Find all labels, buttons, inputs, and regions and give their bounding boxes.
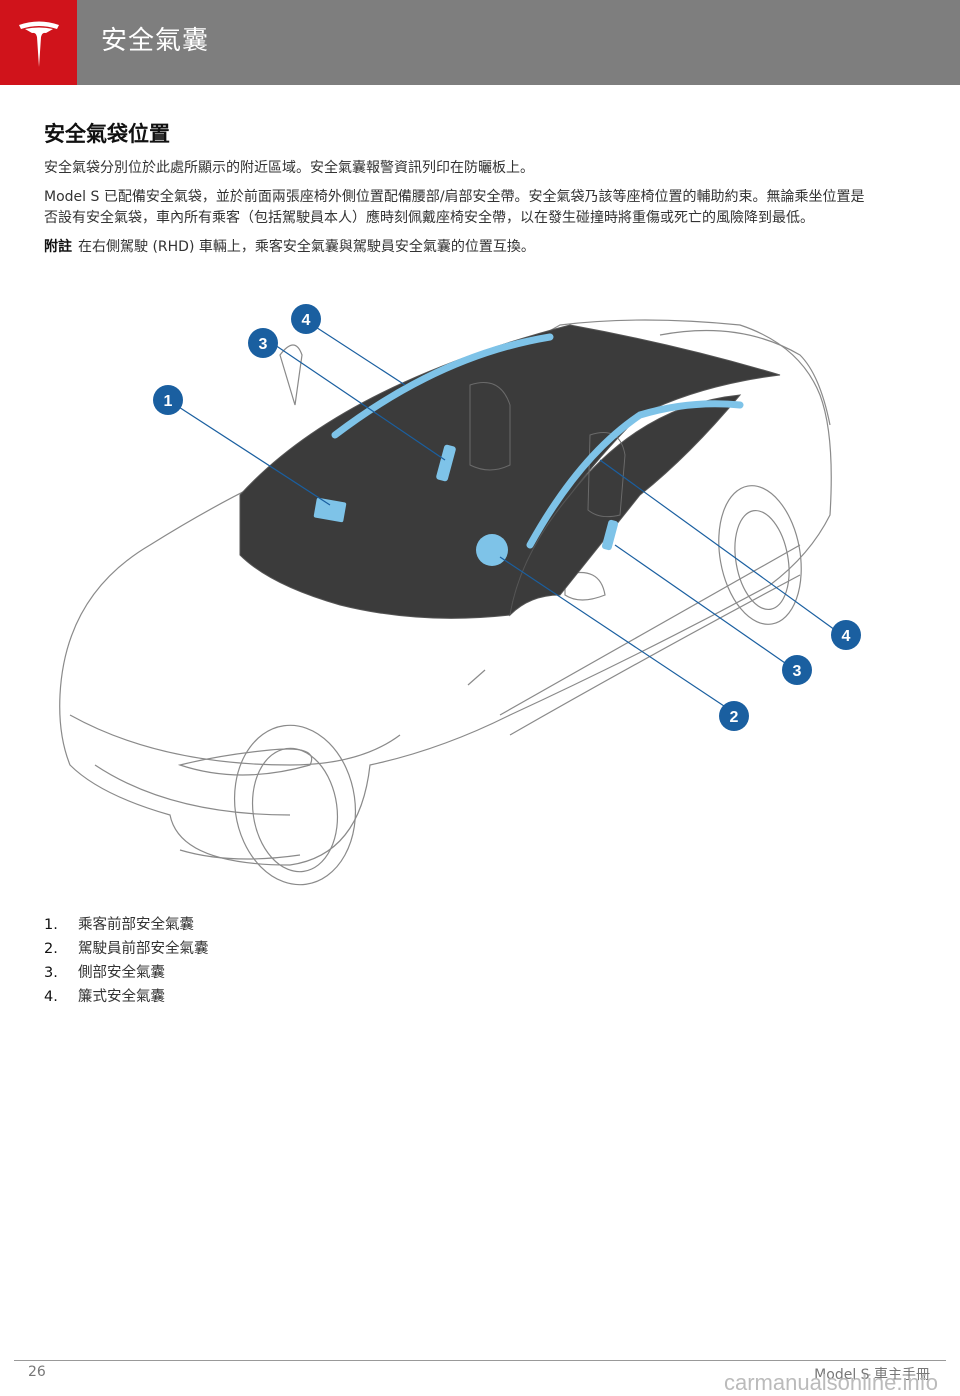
legend-number: 3. <box>44 965 58 981</box>
page-number: 26 <box>28 1364 46 1380</box>
callout-4-top: 4 <box>291 304 321 334</box>
footer-divider <box>14 1360 946 1361</box>
callout-lines <box>167 319 836 711</box>
watermark: carmanualsonline.info <box>723 1370 938 1395</box>
legend-number: 4. <box>44 989 58 1005</box>
svg-text:4: 4 <box>842 628 851 645</box>
page-title: 安全氣囊 <box>101 26 210 56</box>
callout-4-right: 4 <box>831 620 861 650</box>
note-text: 在右側駕駛 (RHD) 車輛上，乘客安全氣囊與駕駛員安全氣囊的位置互換。 <box>78 239 535 255</box>
side-airbag-driver <box>601 519 619 551</box>
legend-text: 側部安全氣囊 <box>78 965 165 981</box>
note-label: 附註 <box>44 239 72 255</box>
manual-title: Model S 車主手冊 <box>814 1367 930 1383</box>
tesla-logo <box>0 0 77 85</box>
legend-text: 簾式安全氣囊 <box>78 989 165 1005</box>
legend-item: 4. 簾式安全氣囊 <box>44 985 209 1009</box>
airbags <box>313 444 619 566</box>
svg-text:1: 1 <box>164 393 173 410</box>
callout-3-top: 3 <box>248 328 278 358</box>
title-bar: 安全氣囊 <box>77 0 960 85</box>
airbag-location-figure: 1 2 3 4 3 4 <box>59 304 861 886</box>
seat-outline <box>469 382 626 518</box>
svg-text:2: 2 <box>730 709 739 726</box>
section-heading: 安全氣袋位置 <box>44 122 170 146</box>
curtain-airbag-passenger <box>331 333 554 439</box>
body-paragraph: Model S 已配備安全氣袋，並於前面兩張座椅外側位置配備腰部/肩部安全帶。安… <box>44 189 865 226</box>
svg-text:3: 3 <box>259 336 268 353</box>
note: 附註在右側駕駛 (RHD) 車輛上，乘客安全氣囊與駕駛員安全氣囊的位置互換。 <box>44 237 874 258</box>
legend-number: 2. <box>44 941 58 957</box>
legend-text: 駕駛員前部安全氣囊 <box>78 941 209 957</box>
svg-text:4: 4 <box>302 312 311 329</box>
legend-list: 1. 乘客前部安全氣囊 2. 駕駛員前部安全氣囊 3. 側部安全氣囊 4. 簾式安全氣囊 <box>44 913 209 1009</box>
side-airbag-passenger <box>436 444 456 482</box>
legend-text: 乘客前部安全氣囊 <box>78 917 194 933</box>
callout-1: 1 <box>153 385 183 415</box>
main-content: 安全氣袋位置 安全氣袋分別位於此處所顯示的附近區域。安全氣囊報警資訊列印在防曬板… <box>44 118 874 266</box>
legend-number: 1. <box>44 917 58 933</box>
tesla-t-icon <box>18 21 59 67</box>
svg-text:3: 3 <box>793 663 802 680</box>
callout-3-right: 3 <box>782 655 812 685</box>
legend-item: 3. 側部安全氣囊 <box>44 961 209 985</box>
intro-paragraph: 安全氣袋分別位於此處所顯示的附近區域。安全氣囊報警資訊列印在防曬板上。 <box>44 160 534 176</box>
legend-item: 2. 駕駛員前部安全氣囊 <box>44 937 209 961</box>
passenger-airbag <box>313 497 347 523</box>
legend-item: 1. 乘客前部安全氣囊 <box>44 913 209 937</box>
curtain-airbag-driver <box>526 400 744 549</box>
curtain-airbags <box>331 333 744 549</box>
page-header: 安全氣囊 <box>0 0 960 85</box>
callout-2: 2 <box>719 701 749 731</box>
glass-roof <box>239 324 781 619</box>
driver-airbag <box>476 534 508 566</box>
